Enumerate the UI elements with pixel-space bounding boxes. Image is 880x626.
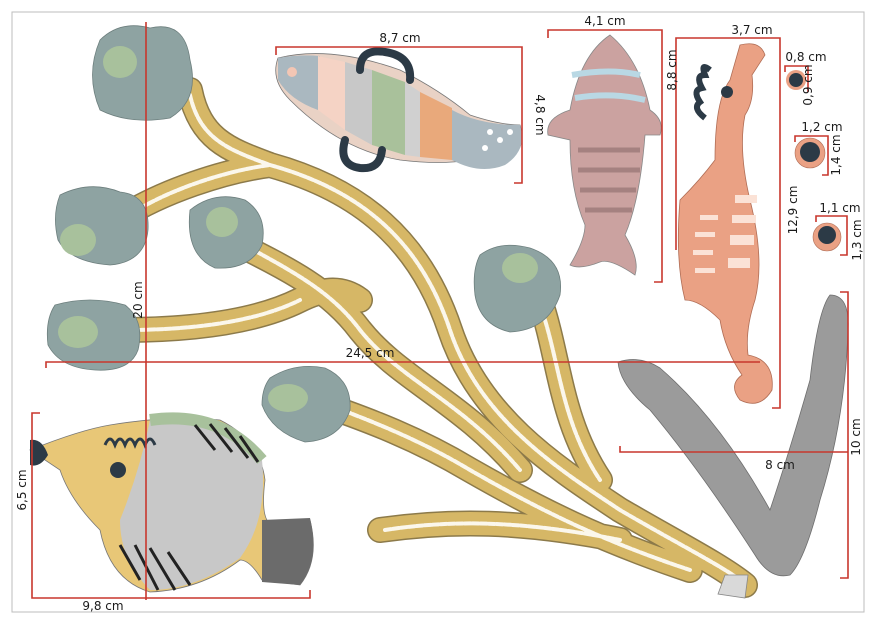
label-grey-coral-width: 8 cm xyxy=(765,458,795,472)
label-dot-large-width: 1,2 cm xyxy=(801,120,842,134)
seaweed-branches xyxy=(97,77,758,599)
dim-line-seahorse xyxy=(675,37,781,409)
label-striped-fish-width: 8,7 cm xyxy=(379,31,420,45)
label-dot-small-height: 0,9 cm xyxy=(801,64,815,105)
dim-line-striped-fish xyxy=(275,46,523,184)
label-dot-small-width: 0,8 cm xyxy=(785,50,826,64)
label-seahorse-head-height: 8,8 cm xyxy=(665,49,679,90)
dim-line-dot-small xyxy=(784,65,809,92)
dot-stickers xyxy=(786,70,842,252)
label-grey-coral-height: 10 cm xyxy=(849,418,863,455)
label-pink-fish-width: 4,1 cm xyxy=(584,14,625,28)
dim-line-coral xyxy=(619,291,849,579)
seahorse-sticker xyxy=(677,43,773,404)
label-butterfly-fish-height: 6,5 cm xyxy=(15,469,29,510)
label-seahorse-width: 3,7 cm xyxy=(731,23,772,37)
pink-fish-sticker xyxy=(547,34,662,276)
dimension-labels: 8,7 cm 4,8 cm 4,1 cm 3,7 cm 8,8 cm 12,9 … xyxy=(15,14,864,613)
seaweed-sticker xyxy=(46,25,758,599)
dim-line-dot-medium xyxy=(815,215,848,256)
dim-line-pink-fish xyxy=(547,29,663,283)
striped-fish-sticker xyxy=(275,47,523,173)
dim-line-seaweed-width xyxy=(45,361,760,368)
label-seahorse-height: 12,9 cm xyxy=(786,186,800,235)
label-butterfly-fish-width: 9,8 cm xyxy=(82,599,123,613)
label-dot-medium-height: 1,3 cm xyxy=(850,219,864,260)
label-dot-large-height: 1,4 cm xyxy=(829,134,843,175)
dimension-lines xyxy=(31,22,849,600)
seaweed-tip xyxy=(717,574,749,599)
label-dot-medium-width: 1,1 cm xyxy=(819,201,860,215)
label-seaweed-height: 20 cm xyxy=(131,281,145,318)
label-seaweed-width: 24,5 cm xyxy=(346,346,395,360)
label-striped-fish-height: 4,8 cm xyxy=(533,94,547,135)
dim-line-dot-large xyxy=(794,135,829,176)
seaweed-flowers xyxy=(46,25,562,443)
butterfly-fish-sticker xyxy=(29,412,314,593)
dim-line-butterfly-fish xyxy=(31,412,311,599)
